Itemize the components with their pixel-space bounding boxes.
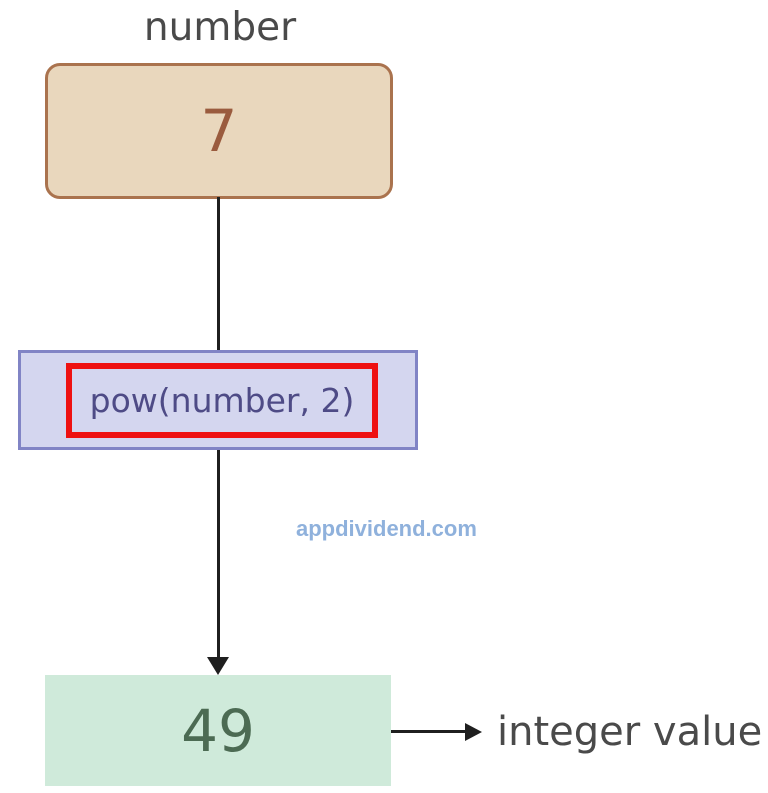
- output-value: 49: [181, 696, 255, 765]
- output-label: integer value: [497, 709, 763, 755]
- input-value: 7: [200, 97, 238, 165]
- function-highlight-box: pow(number, 2): [66, 363, 378, 438]
- right-arrow-line: [391, 730, 467, 733]
- function-call-text: pow(number, 2): [89, 381, 355, 420]
- down-arrow-line: [217, 450, 220, 660]
- connector-line: [217, 197, 220, 352]
- right-arrow-head: [465, 722, 482, 741]
- watermark: appdividend.com: [296, 516, 477, 541]
- input-label: number: [143, 5, 297, 50]
- input-number-box: 7: [45, 63, 393, 199]
- output-box: 49: [45, 675, 391, 786]
- down-arrow-head: [207, 657, 229, 675]
